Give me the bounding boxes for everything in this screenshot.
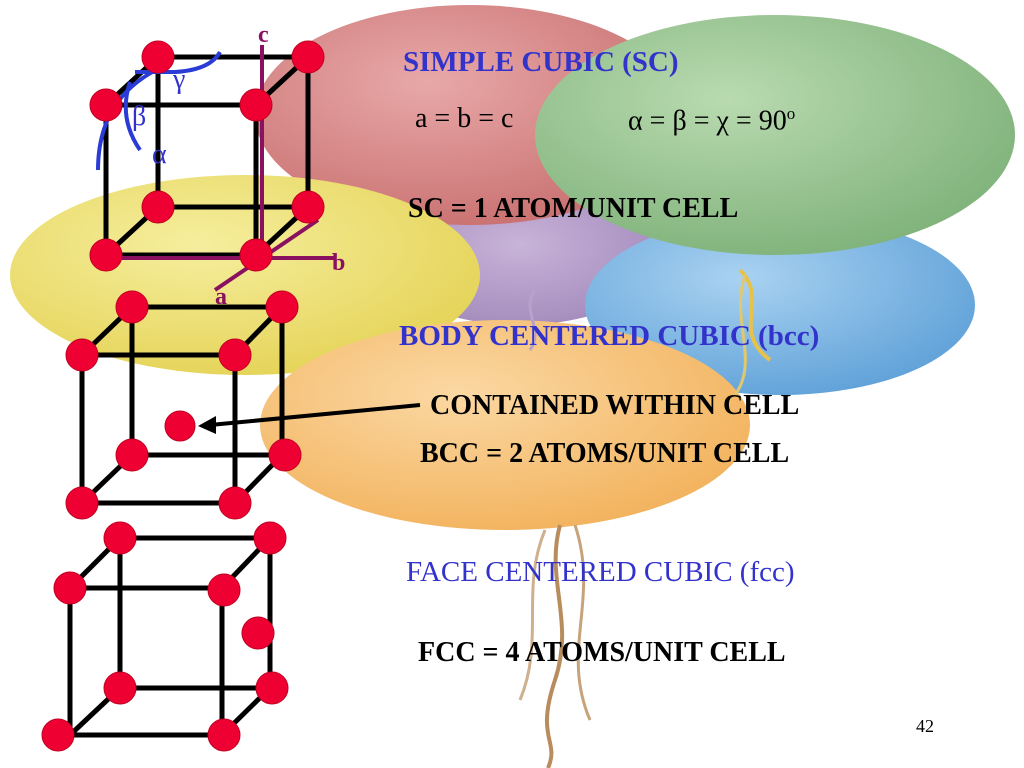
- fcc-face-atom: [241, 616, 275, 650]
- bcc-note: CONTAINED WITHIN CELL: [430, 390, 800, 421]
- arc-gamma: [135, 50, 222, 74]
- ribbon: [528, 289, 537, 351]
- fcc-heading: FACE CENTERED CUBIC (fcc): [406, 556, 795, 588]
- fcc-cell: [67, 535, 273, 738]
- angle-equality: α = β = χ = 90o: [628, 104, 795, 137]
- simple-cubic-atoms: [89, 40, 325, 272]
- ribbon: [545, 524, 565, 768]
- simple-cubic-heading: SIMPLE CUBIC (SC): [403, 46, 679, 78]
- angle-label-alpha: α: [152, 139, 167, 170]
- center-atom-arrow: [198, 403, 421, 434]
- balloon-yellow: [10, 175, 480, 375]
- bcc-center-atom: [164, 410, 196, 442]
- ribbon: [738, 268, 772, 362]
- ribbon: [573, 524, 592, 721]
- angle-label-beta: β: [132, 101, 147, 132]
- bcc-heading: BODY CENTERED CUBIC (bcc): [399, 320, 820, 352]
- sc-atom-count: SC = 1 ATOM/UNIT CELL: [408, 193, 739, 224]
- bcc-atoms: [65, 290, 302, 520]
- bcc-cell: [79, 304, 285, 506]
- axis-label-b: b: [332, 250, 346, 276]
- balloon-green: [535, 15, 1015, 255]
- ribbon: [518, 529, 547, 701]
- fcc-atoms: [41, 521, 289, 752]
- bcc-atom-count: BCC = 2 ATOMS/UNIT CELL: [420, 438, 790, 469]
- axis-label-c: c: [258, 22, 269, 48]
- slide-number: 42: [916, 716, 934, 736]
- degree-superscript: o: [786, 104, 796, 123]
- balloon-orange: [260, 320, 750, 530]
- angle-label-gamma: γ: [173, 64, 186, 95]
- balloon-blue: [585, 215, 975, 395]
- axis-label-a: a: [215, 284, 227, 310]
- fcc-atom-count: FCC = 4 ATOMS/UNIT CELL: [418, 637, 786, 668]
- simple-cubic-cell: [103, 54, 311, 258]
- lattice-equality: a = b = c: [415, 103, 514, 134]
- ribbon: [733, 274, 747, 396]
- angle-equality-text: α = β = χ = 90: [628, 105, 787, 137]
